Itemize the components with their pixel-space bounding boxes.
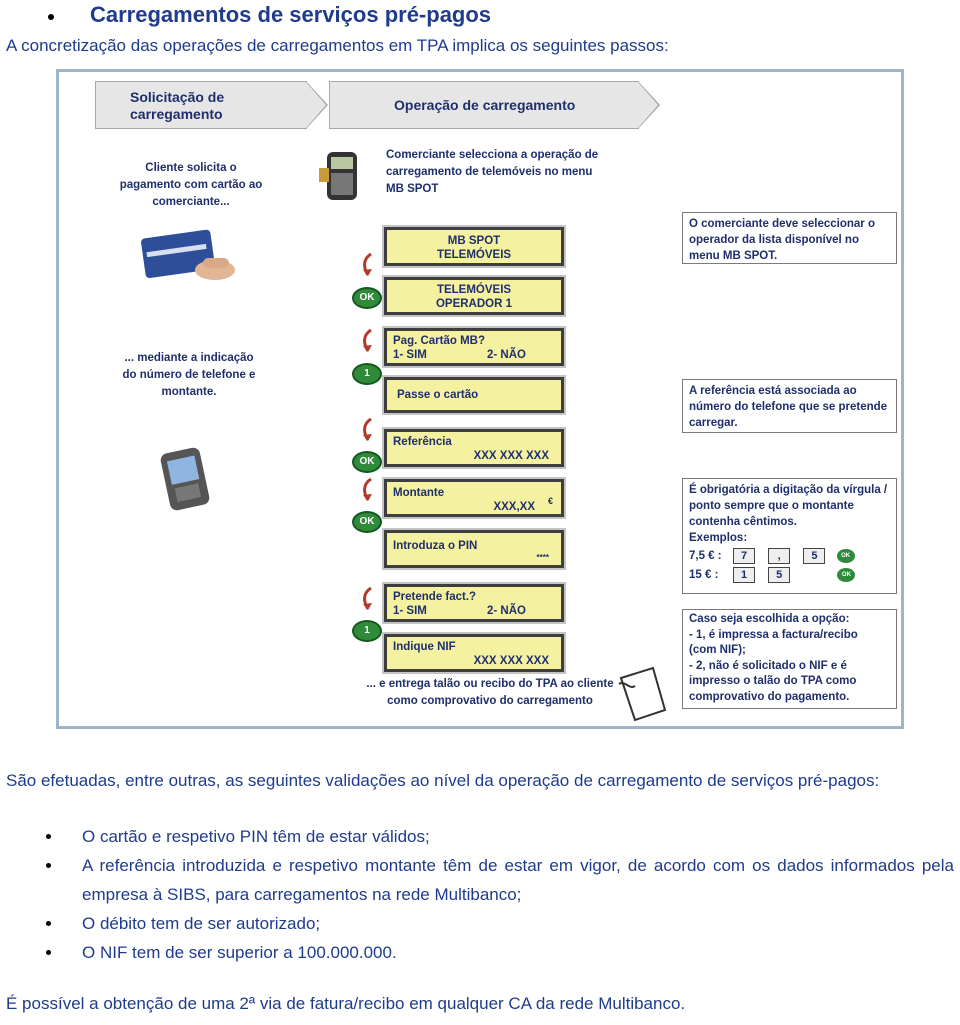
arrow-down-icon <box>363 587 372 610</box>
pos-terminal-icon <box>319 152 357 200</box>
screen-swipe-card: Passe o cartão <box>382 375 566 415</box>
screen-pin: Introduza o PIN **** <box>382 528 566 570</box>
receipt-icon <box>618 666 667 722</box>
ok-key: OK <box>352 511 382 533</box>
list-item: O débito tem de ser autorizado; <box>6 909 954 938</box>
info-reference: A referência está associada ao número do… <box>682 379 897 433</box>
validations-paragraph: São efetuadas, entre outras, as seguinte… <box>6 771 880 790</box>
bullet-icon <box>46 863 51 868</box>
arrow-down-icon <box>363 478 372 501</box>
bullet-icon <box>48 14 54 20</box>
key-1: 1 <box>352 363 382 385</box>
intro-text: A concretização das operações de carrega… <box>6 36 669 55</box>
ok-key: OK <box>352 451 382 473</box>
arrow-down-icon <box>363 418 372 441</box>
info-amount: É obrigatória a digitação da vírgula / p… <box>682 478 897 594</box>
bullet-icon <box>46 950 51 955</box>
validations-list: O cartão e respetivo PIN têm de estar vá… <box>6 822 954 967</box>
section-title: Carregamentos de serviços pré-pagos <box>90 2 492 27</box>
list-item: A referência introduzida e respetivo mon… <box>6 851 954 909</box>
header-request-line2: carregamento <box>130 106 223 122</box>
bullet-icon <box>46 834 51 839</box>
note-receipt: ... e entrega talão ou recibo do TPA ao … <box>366 678 614 707</box>
bullet-icon <box>46 921 51 926</box>
card-payment-icon <box>141 229 235 280</box>
mobile-phone-icon <box>160 447 210 511</box>
info-operator: O comerciante deve seleccionar o operado… <box>682 212 897 264</box>
screen-nif: Indique NIF XXX XXX XXX <box>382 632 566 674</box>
list-item: O NIF tem de ser superior a 100.000.000. <box>6 938 954 967</box>
list-item: O cartão e respetivo PIN têm de estar vá… <box>6 822 954 851</box>
ok-key: OK <box>352 287 382 309</box>
header-operation-label: Operação de carregamento <box>394 97 576 113</box>
header-operation: Operação de carregamento <box>329 81 660 129</box>
closing-note: É possível a obtenção de uma 2ª via de f… <box>6 994 686 1013</box>
arrow-down-icon <box>363 329 372 352</box>
key-1: 1 <box>352 620 382 642</box>
arrow-down-icon <box>363 253 372 276</box>
screen-reference: Referência XXX XXX XXX <box>382 427 566 469</box>
screen-amount: Montante XXX,XX € <box>382 477 566 519</box>
header-request-line1: Solicitação de <box>130 89 225 105</box>
info-invoice-option: Caso seja escolhida a opção: - 1, é impr… <box>682 609 897 709</box>
